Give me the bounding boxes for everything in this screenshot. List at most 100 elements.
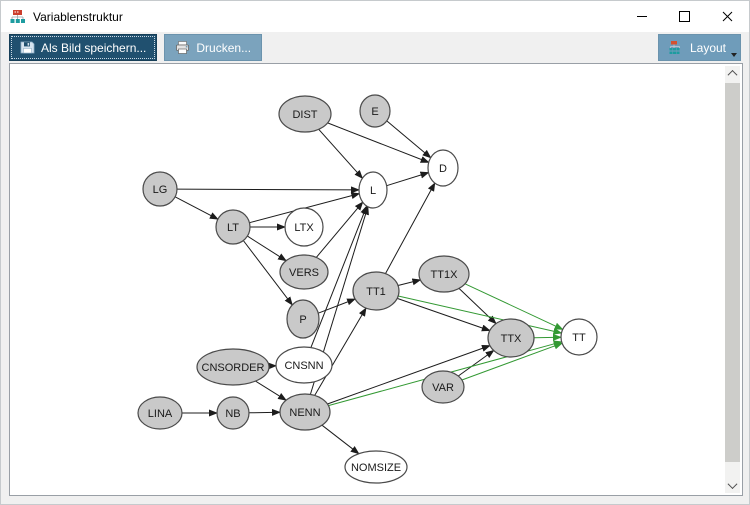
- scroll-down-button[interactable]: [725, 478, 740, 493]
- node-ellipse: [359, 94, 391, 128]
- toolbar: Als Bild speichern... Drucken...: [1, 32, 749, 63]
- minimize-icon: [636, 16, 647, 17]
- graph-edge-TT1X-TTX: [458, 288, 497, 325]
- window-controls: [620, 1, 749, 32]
- graph-edge-TT1-TTX: [397, 297, 491, 332]
- graph-edge-L-D: [386, 171, 430, 187]
- graph-edge-LG-LT: [174, 196, 219, 220]
- node-label: CNSORDER: [202, 362, 265, 374]
- graph-edge-NB-NENN: [248, 408, 281, 416]
- layout-dropdown-caret: [731, 53, 737, 57]
- node-ellipse: [142, 171, 178, 207]
- scroll-up-button[interactable]: [725, 66, 740, 81]
- graph-edge-VERS-L: [315, 201, 364, 258]
- graph-node-NOMSIZE[interactable]: NOMSIZE: [344, 450, 408, 484]
- graph-node-VAR[interactable]: VAR: [421, 370, 465, 404]
- node-ellipse: [421, 370, 465, 404]
- graph-node-E[interactable]: E: [359, 94, 391, 128]
- graph-node-TT[interactable]: TT: [560, 318, 598, 356]
- chevron-up-icon: [727, 69, 738, 80]
- node-label: TT1: [366, 286, 386, 298]
- node-ellipse: [358, 171, 388, 209]
- graph-node-NENN[interactable]: NENN: [279, 393, 331, 431]
- node-label: LINA: [148, 408, 173, 420]
- node-ellipse: [196, 348, 270, 386]
- node-ellipse: [216, 396, 250, 430]
- graph-node-TT1X[interactable]: TT1X: [418, 255, 470, 293]
- node-label: DIST: [292, 109, 317, 121]
- printer-icon: [176, 41, 190, 54]
- node-label: TT1X: [431, 269, 459, 281]
- graph-edge-NENN-TT1: [314, 307, 367, 396]
- print-button[interactable]: Drucken...: [164, 34, 263, 61]
- graph-node-CNSNN[interactable]: CNSNN: [275, 346, 333, 384]
- node-ellipse: [286, 299, 320, 339]
- graph-node-P[interactable]: P: [286, 299, 320, 339]
- layout-label: Layout: [689, 40, 726, 55]
- node-label: L: [370, 185, 376, 197]
- graph-edge-CNSORDER-NENN: [255, 380, 287, 401]
- edges-layer: [174, 120, 564, 455]
- graph-edge-DIST-D: [327, 122, 430, 163]
- chevron-down-icon: [727, 479, 738, 490]
- graph-node-LINA[interactable]: LINA: [137, 396, 183, 430]
- graph-edge-TT1X-TT: [464, 283, 564, 330]
- graph-edge-E-D: [386, 120, 432, 159]
- save-as-image-button[interactable]: Als Bild speichern...: [9, 34, 158, 61]
- graph-node-LTX[interactable]: LTX: [284, 207, 324, 247]
- app-icon: [10, 9, 25, 23]
- maximize-button[interactable]: [663, 1, 706, 32]
- graph-edge-LG-L: [176, 186, 360, 194]
- minimize-button[interactable]: [620, 1, 663, 32]
- graph-edge-CNSNN-L: [310, 205, 368, 348]
- vertical-scrollbar[interactable]: [725, 66, 740, 493]
- node-ellipse: [215, 209, 251, 245]
- node-ellipse: [344, 450, 408, 484]
- layout-icon: [669, 41, 680, 54]
- window-title: Variablenstruktur: [33, 9, 123, 24]
- node-label: LTX: [294, 222, 314, 234]
- close-button[interactable]: [706, 1, 749, 32]
- graph-node-NB[interactable]: NB: [216, 396, 250, 430]
- node-label: CNSNN: [284, 360, 323, 372]
- graph-edge-TT1-D: [384, 182, 436, 274]
- node-label: VERS: [289, 267, 319, 279]
- graph-node-VERS[interactable]: VERS: [279, 254, 329, 290]
- print-label: Drucken...: [196, 40, 252, 55]
- layout-button[interactable]: Layout: [657, 34, 741, 61]
- graph-node-TTX[interactable]: TTX: [487, 318, 535, 358]
- node-ellipse: [284, 207, 324, 247]
- node-ellipse: [279, 393, 331, 431]
- node-label: VAR: [432, 382, 454, 394]
- graph-edge-DIST-L: [318, 128, 364, 179]
- node-ellipse: [487, 318, 535, 358]
- scrollbar-thumb[interactable]: [725, 83, 740, 462]
- graph-edge-VAR-TTX: [458, 349, 495, 377]
- graph-node-LT[interactable]: LT: [215, 209, 251, 245]
- title-bar: Variablenstruktur: [1, 1, 749, 32]
- node-label: D: [439, 163, 447, 175]
- node-label: P: [299, 314, 306, 326]
- graph-node-CNSORDER[interactable]: CNSORDER: [196, 348, 270, 386]
- nodes-layer: DIST E D LG L LT LTX VERS P TT1 TT1X TTX TT VAR CNSORD…: [137, 94, 598, 484]
- graph-node-TT1[interactable]: TT1: [352, 271, 400, 311]
- node-ellipse: [560, 318, 598, 356]
- graph-node-DIST[interactable]: DIST: [278, 95, 332, 133]
- node-label: NOMSIZE: [351, 462, 401, 474]
- node-label: TT: [572, 332, 586, 344]
- graph-node-LG[interactable]: LG: [142, 171, 178, 207]
- node-ellipse: [279, 254, 329, 290]
- graph-node-D[interactable]: D: [427, 149, 459, 187]
- node-ellipse: [275, 346, 333, 384]
- node-label: NENN: [289, 407, 320, 419]
- node-label: E: [371, 106, 378, 118]
- close-icon: [722, 11, 733, 22]
- graph-edge-LT-P: [242, 240, 293, 306]
- graph-canvas[interactable]: DIST E D LG L LT LTX VERS P TT1 TT1X TTX TT VAR CNSORD…: [9, 63, 743, 496]
- graph-edge-LT-VERS: [247, 235, 287, 262]
- graph-node-L[interactable]: L: [358, 171, 388, 209]
- node-label: LT: [227, 222, 239, 234]
- graph-edge-TT1-TT1X: [397, 278, 422, 286]
- maximize-icon: [679, 11, 690, 22]
